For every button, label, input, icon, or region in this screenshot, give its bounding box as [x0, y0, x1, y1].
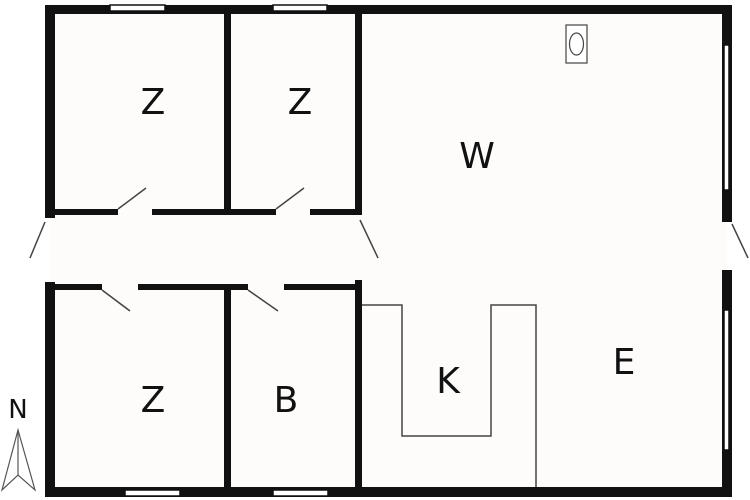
wall-inner-4 — [224, 285, 231, 490]
window — [723, 44, 730, 191]
floor — [50, 10, 727, 492]
wall-bottom — [45, 487, 732, 497]
compass-label: N — [8, 395, 27, 425]
room-label: Z — [141, 82, 166, 123]
door-swings — [29, 187, 749, 487]
window — [124, 489, 181, 497]
wall-top — [45, 5, 732, 14]
room-label: E — [613, 342, 636, 383]
room-label: B — [274, 380, 299, 421]
room-label: K — [436, 361, 461, 402]
wall-inner-3 — [355, 280, 362, 497]
windows — [109, 4, 730, 497]
room-label: Z — [141, 380, 166, 421]
window — [109, 4, 166, 12]
window — [723, 309, 730, 451]
north-arrow-icon — [0, 427, 37, 492]
stove-icon — [565, 24, 588, 64]
wall-inner-2 — [355, 5, 362, 215]
room-label: Z — [288, 82, 313, 123]
window — [272, 489, 329, 497]
wall-inner-1 — [224, 5, 231, 215]
window — [272, 4, 328, 12]
kitchen-counter — [362, 304, 537, 487]
wall-left-upper — [45, 5, 55, 218]
room-label: W — [459, 136, 495, 177]
wall-left-lower — [45, 282, 55, 497]
